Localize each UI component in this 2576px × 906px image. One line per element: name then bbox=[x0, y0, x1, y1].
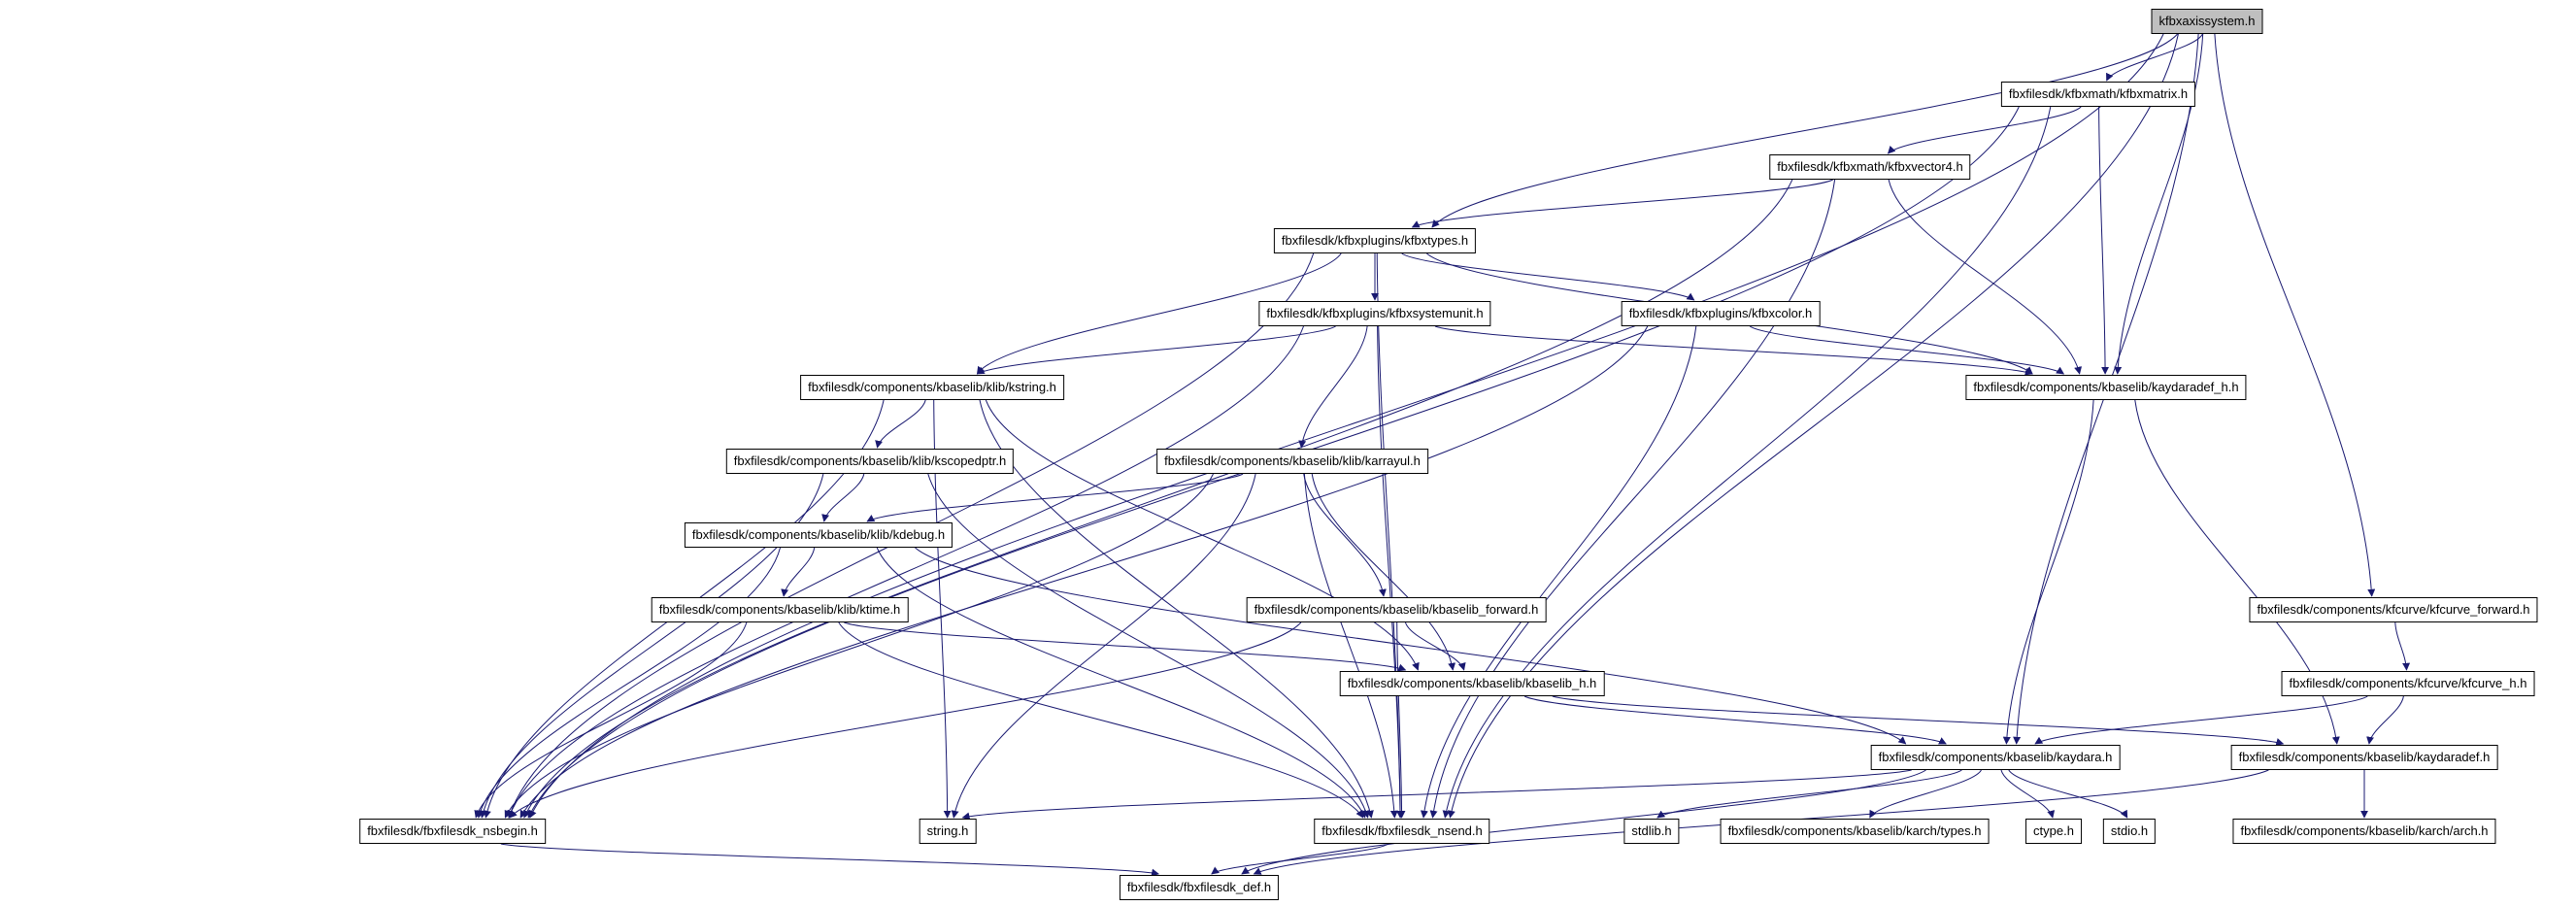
edge-kdebug_h-to-kaydara_h bbox=[915, 547, 1907, 745]
edge-kfbxcolor_h-to-nsbegin_h bbox=[519, 325, 1649, 819]
edge-kfbxaxissystem_h-to-nsbegin_h bbox=[529, 33, 2164, 819]
edge-kstring_h-to-kscopedptr_h bbox=[875, 399, 926, 449]
node-kaydara_h[interactable]: fbxfilesdk/components/kbaselib/kaydara.h bbox=[1870, 745, 2121, 770]
node-karch_arch_h[interactable]: fbxfilesdk/components/kbaselib/karch/arc… bbox=[2232, 819, 2496, 844]
edge-kfcurve_h_h-to-kaydaradef2_h bbox=[2366, 695, 2404, 745]
edge-kbaselib_h_h-to-kaydara_h bbox=[1523, 695, 1947, 745]
edge-kaydara_h-to-karch_types_h bbox=[1869, 769, 1982, 819]
edge-kbaselib_forward_h-to-nsbegin_h bbox=[509, 621, 1302, 819]
edge-kfbxsystemunit_h-to-nsend_h bbox=[1377, 325, 1405, 819]
edge-kfbxvector4_h-to-kaydaradef_h_h bbox=[1888, 179, 2083, 375]
node-karch_types_h[interactable]: fbxfilesdk/components/kbaselib/karch/typ… bbox=[1720, 819, 1990, 844]
edge-kbaselib_forward_h-to-kbaselib_h_h bbox=[1405, 621, 1466, 671]
node-kfbxaxissystem_h: kfbxaxissystem.h bbox=[2151, 9, 2263, 34]
node-kfbxvector4_h[interactable]: fbxfilesdk/kfbxmath/kfbxvector4.h bbox=[1769, 154, 1971, 180]
node-kfbxsystemunit_h[interactable]: fbxfilesdk/kfbxplugins/kfbxsystemunit.h bbox=[1258, 301, 1491, 326]
edge-kfbxmatrix_h-to-kaydaradef_h_h bbox=[2098, 106, 2110, 375]
edge-kfbxaxissystem_h-to-kfbxmatrix_h bbox=[2106, 33, 2203, 82]
edge-karrayul_h-to-nsend_h bbox=[1303, 473, 1398, 819]
edge-nsbegin_h-to-fbxfilesdk_def_h bbox=[500, 843, 1159, 877]
edge-kfbxvector4_h-to-nsend_h bbox=[1429, 179, 1836, 819]
node-kscopedptr_h[interactable]: fbxfilesdk/components/kbaselib/klib/ksco… bbox=[725, 449, 1015, 474]
node-string_h[interactable]: string.h bbox=[919, 819, 977, 844]
edge-ktime_h-to-nsend_h bbox=[838, 621, 1364, 819]
node-stdio_h[interactable]: stdio.h bbox=[2102, 819, 2157, 844]
node-kaydaradef2_h[interactable]: fbxfilesdk/components/kbaselib/kaydarade… bbox=[2230, 745, 2498, 770]
edge-karrayul_h-to-kbaselib_forward_h bbox=[1303, 473, 1387, 597]
node-nsbegin_h[interactable]: fbxfilesdk/fbxfilesdk_nsbegin.h bbox=[359, 819, 546, 844]
node-kbaselib_forward_h[interactable]: fbxfilesdk/components/kbaselib/kbaselib_… bbox=[1246, 597, 1547, 622]
node-nsend_h[interactable]: fbxfilesdk/fbxfilesdk_nsend.h bbox=[1314, 819, 1490, 844]
node-kstring_h[interactable]: fbxfilesdk/components/kbaselib/klib/kstr… bbox=[800, 375, 1064, 400]
edge-kbaselib_forward_h-to-nsend_h bbox=[1396, 621, 1406, 819]
edge-nsend_h-to-fbxfilesdk_def_h bbox=[1211, 843, 1389, 875]
edge-kbaselib_h_h-to-kaydaradef2_h bbox=[1552, 695, 2285, 746]
node-fbxfilesdk_def_h[interactable]: fbxfilesdk/fbxfilesdk_def.h bbox=[1119, 875, 1280, 900]
edge-kfcurve_forward_h-to-kfcurve_h_h bbox=[2394, 621, 2411, 671]
edge-kfbxmatrix_h-to-kfbxvector4_h bbox=[1887, 106, 2082, 154]
node-ktime_h[interactable]: fbxfilesdk/components/kbaselib/klib/ktim… bbox=[651, 597, 909, 622]
edge-kaydaradef_h_h-to-kaydara_h bbox=[2002, 399, 2094, 745]
edge-kscopedptr_h-to-kdebug_h bbox=[821, 473, 865, 522]
node-stdlib_h[interactable]: stdlib.h bbox=[1623, 819, 1680, 844]
node-kfcurve_forward_h[interactable]: fbxfilesdk/components/kfcurve/kfcurve_fo… bbox=[2249, 597, 2538, 622]
node-kfbxmatrix_h[interactable]: fbxfilesdk/kfbxmath/kfbxmatrix.h bbox=[2000, 82, 2196, 107]
edge-kfbxcolor_h-to-kaydaradef_h_h bbox=[1749, 325, 2065, 375]
edge-kfbxvector4_h-to-nsbegin_h bbox=[523, 179, 1793, 819]
edge-kfbxsystemunit_h-to-kstring_h bbox=[976, 325, 1336, 375]
edge-karrayul_h-to-kbaselib_h_h bbox=[1311, 473, 1456, 671]
node-kbaselib_h_h[interactable]: fbxfilesdk/components/kbaselib/kbaselib_… bbox=[1339, 671, 1605, 696]
edge-kfbxaxissystem_h-to-kfbxtypes_h bbox=[1431, 33, 2178, 228]
edge-kstring_h-to-kbaselib_h_h bbox=[985, 399, 1420, 671]
edge-kfbxaxissystem_h-to-nsend_h bbox=[1447, 33, 2179, 819]
edge-kfbxmatrix_h-to-nsend_h bbox=[1442, 106, 2052, 819]
node-karrayul_h[interactable]: fbxfilesdk/components/kbaselib/klib/karr… bbox=[1156, 449, 1428, 474]
node-kaydaradef_h_h[interactable]: fbxfilesdk/components/kbaselib/kaydarade… bbox=[1965, 375, 2247, 400]
edge-kfbxtypes_h-to-nsend_h bbox=[1376, 252, 1405, 819]
edge-ktime_h-to-kbaselib_h_h bbox=[844, 621, 1407, 672]
edge-kaydara_h-to-stdio_h bbox=[2008, 769, 2128, 819]
node-kfcurve_h_h[interactable]: fbxfilesdk/components/kfcurve/kfcurve_h.… bbox=[2281, 671, 2535, 696]
edge-kfbxtypes_h-to-kfbxcolor_h bbox=[1401, 252, 1695, 301]
edge-kdebug_h-to-nsend_h bbox=[876, 547, 1366, 819]
node-kfbxcolor_h[interactable]: fbxfilesdk/kfbxplugins/kfbxcolor.h bbox=[1621, 301, 1821, 326]
edge-kfbxsystemunit_h-to-karrayul_h bbox=[1298, 325, 1368, 449]
edge-kdebug_h-to-ktime_h bbox=[781, 547, 816, 597]
edge-kaydara_h-to-ctype_h bbox=[2000, 769, 2056, 819]
node-kdebug_h[interactable]: fbxfilesdk/components/kbaselib/klib/kdeb… bbox=[684, 522, 953, 548]
edge-ktime_h-to-nsbegin_h bbox=[474, 621, 748, 819]
edge-kfbxcolor_h-to-nsend_h bbox=[1420, 325, 1697, 819]
edge-kscopedptr_h-to-nsend_h bbox=[927, 473, 1370, 819]
node-ctype_h[interactable]: ctype.h bbox=[2025, 819, 2082, 844]
edge-karrayul_h-to-string_h bbox=[951, 473, 1256, 819]
node-kfbxtypes_h[interactable]: fbxfilesdk/kfbxplugins/kfbxtypes.h bbox=[1273, 228, 1477, 253]
edge-kfbxaxissystem_h-to-kfcurve_forward_h bbox=[2214, 33, 2376, 597]
edge-kfcurve_h_h-to-kaydara_h bbox=[2034, 695, 2368, 745]
edge-kdebug_h-to-nsbegin_h bbox=[476, 547, 781, 819]
edge-kaydara_h-to-string_h bbox=[961, 769, 1912, 821]
edge-kfbxsystemunit_h-to-kaydaradef_h_h bbox=[1434, 325, 2033, 376]
edge-kfbxvector4_h-to-kfbxtypes_h bbox=[1411, 179, 1833, 228]
edge-kaydara_h-to-stdlib_h bbox=[1656, 769, 1962, 819]
edge-karrayul_h-to-kdebug_h bbox=[866, 473, 1244, 522]
